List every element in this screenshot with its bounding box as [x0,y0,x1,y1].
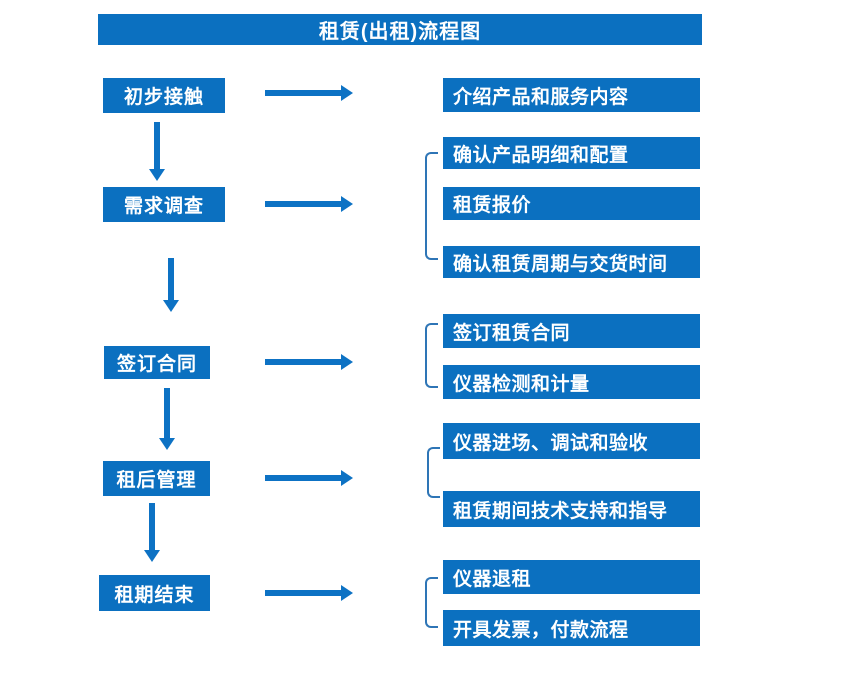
arrowhead-icon [341,585,353,601]
arrow-right-stage2 [265,196,353,212]
arrowhead-icon [341,85,353,101]
bracket-stage3 [425,323,438,388]
arrow-down-2 [163,258,179,312]
arrow-right-stage5 [265,585,353,601]
arrow-right-stage3 [265,354,353,370]
stage-node-lease-end: 租期结束 [99,575,210,611]
output-node-sign-rental-contract: 签订租赁合同 [443,314,700,348]
arrow-down-1 [149,122,165,181]
stage-node-post-rental-management: 租后管理 [103,461,210,496]
flowchart-title: 租赁(出租)流程图 [98,14,702,45]
bracket-stage4 [427,447,440,498]
arrow-right-stage4 [265,470,353,486]
output-node-instrument-testing: 仪器检测和计量 [443,365,700,399]
arrow-down-4 [144,503,160,562]
output-node-invoice-payment: 开具发票，付款流程 [443,610,700,646]
arrowhead-icon [341,470,353,486]
output-node-instrument-arrival: 仪器进场、调试和验收 [443,423,700,459]
arrowhead-icon [144,550,160,562]
output-node-tech-support: 租赁期间技术支持和指导 [443,491,700,527]
stage-node-initial-contact: 初步接触 [103,78,225,113]
arrowhead-icon [341,354,353,370]
bracket-stage5 [425,577,438,628]
arrowhead-icon [149,169,165,181]
output-node-instrument-return: 仪器退租 [443,560,700,594]
arrowhead-icon [341,196,353,212]
stage-node-demand-survey: 需求调查 [103,187,225,222]
output-node-confirm-details: 确认产品明细和配置 [443,137,700,169]
output-node-introduce-products: 介绍产品和服务内容 [443,78,700,112]
output-node-confirm-period: 确认租赁周期与交货时间 [443,246,700,278]
stage-node-sign-contract: 签订合同 [104,346,210,379]
output-node-rental-quote: 租赁报价 [443,187,700,220]
arrow-right-stage1 [265,85,353,101]
arrow-down-3 [159,388,175,450]
arrowhead-icon [159,438,175,450]
arrowhead-icon [163,300,179,312]
bracket-stage2 [425,152,438,260]
